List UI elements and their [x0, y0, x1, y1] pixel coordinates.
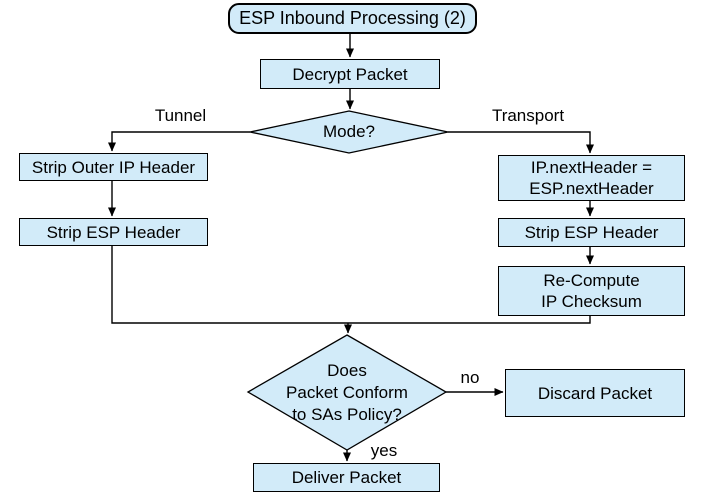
edge-merge-line [111, 246, 591, 324]
node-recompute-ip-checksum: Re-Compute IP Checksum [498, 266, 685, 316]
node-discard-packet: Discard Packet [505, 369, 685, 417]
mode-diamond-shape [249, 110, 449, 154]
node-strip-esp-header-transport: Strip ESP Header [498, 218, 685, 247]
node-deliver-packet: Deliver Packet [253, 463, 440, 492]
edge-label-no: no [460, 368, 480, 387]
node-mode-decision-label: Mode? [323, 122, 375, 141]
edge-label-transport: Transport [491, 106, 565, 125]
edge-label-tunnel: Tunnel [154, 106, 207, 125]
node-policy-decision-label: Does Packet Conform to SAs Policy? [286, 360, 408, 424]
node-decrypt-packet: Decrypt Packet [260, 59, 440, 89]
node-strip-esp-header-tunnel: Strip ESP Header [19, 218, 208, 246]
node-esp-inbound-processing: ESP Inbound Processing (2) [228, 3, 477, 34]
edge-mode-to-ip-next [448, 131, 594, 154]
edge-label-yes: yes [370, 441, 398, 460]
node-strip-outer-ip-header: Strip Outer IP Header [19, 153, 208, 181]
edge-mode-to-strip-outer [108, 131, 250, 152]
node-ip-nextheader-assign: IP.nextHeader = ESP.nextHeader [498, 155, 685, 201]
